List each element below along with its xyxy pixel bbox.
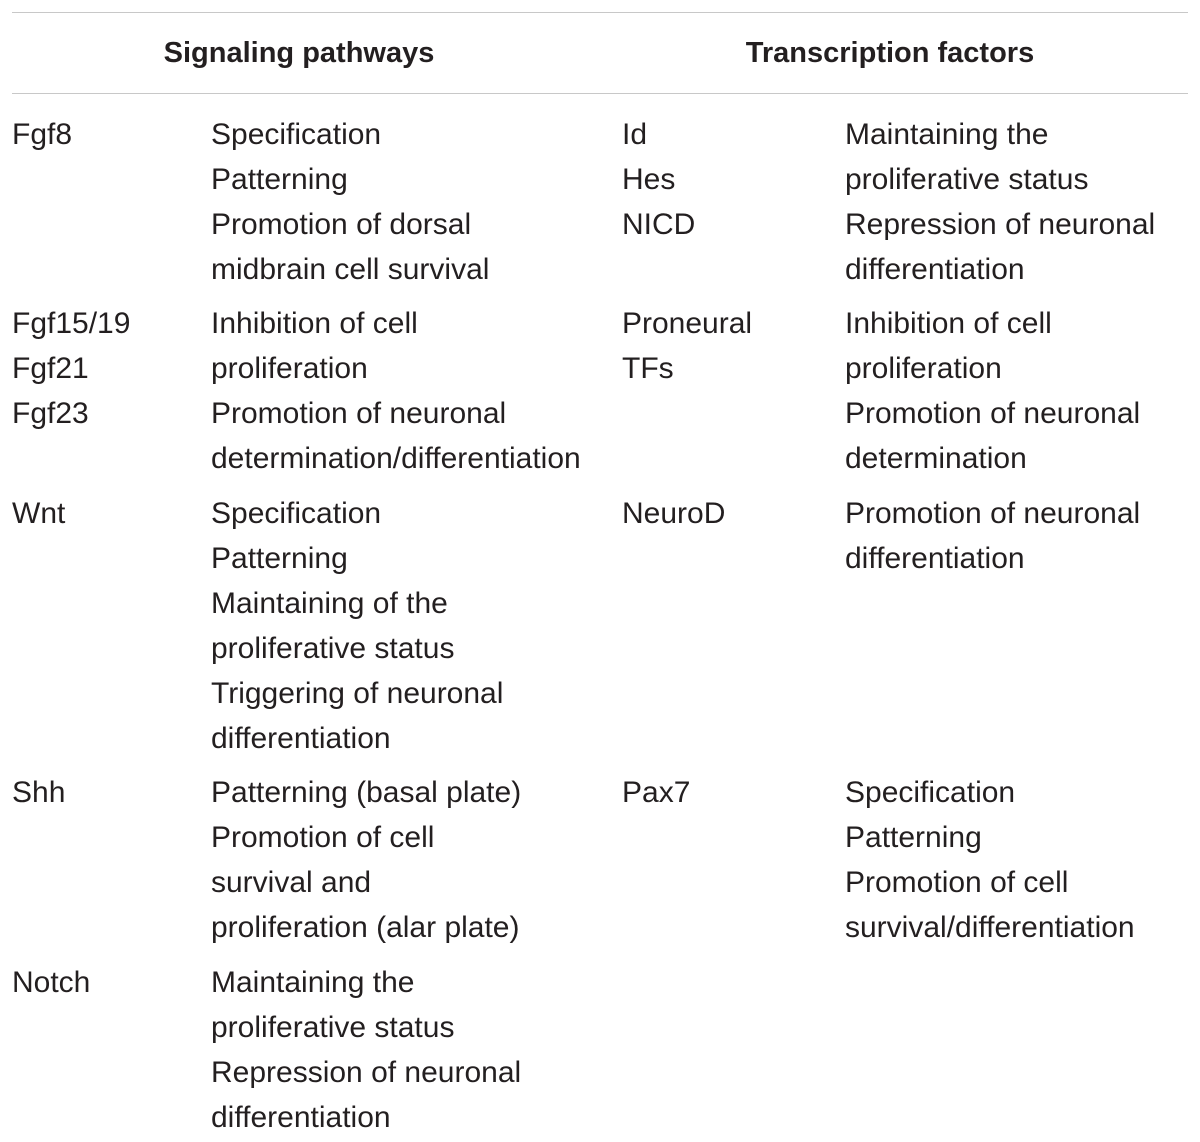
role-line: midbrain cell survival	[211, 253, 490, 286]
row-2-transcription-factor: Proneural TFs	[622, 301, 752, 391]
row-1-pathway: Fgf8	[12, 112, 72, 157]
tf-name: TFs	[622, 352, 674, 385]
header-transcription-factors: Transcription factors	[745, 37, 1035, 69]
role-line: Repression of neuronal	[845, 208, 1156, 241]
role-line: differentiation	[211, 722, 391, 755]
header-signaling-pathways: Signaling pathways	[163, 37, 435, 69]
role-line: Patterning	[211, 542, 348, 575]
role-line: survival and	[211, 866, 372, 899]
row-2-tf-roles: Inhibition of cell proliferation Promoti…	[845, 301, 1140, 481]
role-line: proliferative status	[211, 1011, 455, 1044]
role-line: Maintaining of the	[211, 587, 448, 620]
role-line: differentiation	[845, 542, 1025, 575]
row-1-pathway-roles: Specification Patterning Promotion of do…	[211, 112, 489, 292]
row-3-transcription-factor: NeuroD	[622, 491, 725, 536]
row-3-pathway-roles: Specification Patterning Maintaining of …	[211, 491, 503, 761]
row-5-pathway-roles: Maintaining the proliferative status Rep…	[211, 960, 521, 1140]
role-line: Promotion of neuronal	[845, 497, 1141, 530]
role-line: Specification	[845, 776, 1016, 809]
row-3-tf-roles: Promotion of neuronal differentiation	[845, 491, 1140, 581]
tf-name: Id	[622, 118, 648, 151]
tf-name: Pax7	[622, 776, 691, 809]
pathway-name: Fgf15/19	[12, 307, 131, 340]
pathway-name: Fgf8	[12, 118, 73, 151]
role-line: Inhibition of cell	[211, 307, 418, 340]
role-line: proliferation	[211, 352, 368, 385]
pathway-name: Fgf23	[12, 397, 89, 430]
role-line: Patterning	[211, 163, 348, 196]
role-line: Triggering of neuronal	[211, 677, 504, 710]
row-4-pathway-roles: Patterning (basal plate) Promotion of ce…	[211, 770, 521, 950]
row-2-pathway: Fgf15/19 Fgf21 Fgf23	[12, 301, 130, 436]
role-line: Maintaining the	[211, 966, 415, 999]
role-line: Patterning (basal plate)	[211, 776, 522, 809]
role-line: differentiation	[845, 253, 1025, 286]
role-line: Promotion of cell	[211, 821, 435, 854]
role-line: proliferation (alar plate)	[211, 911, 520, 944]
tf-name: Proneural	[622, 307, 753, 340]
pathway-name: Wnt	[12, 497, 66, 530]
role-line: survival/differentiation	[845, 911, 1135, 944]
role-line: Specification	[211, 118, 382, 151]
pathway-name: Shh	[12, 776, 66, 809]
role-line: Inhibition of cell	[845, 307, 1052, 340]
role-line: Promotion of neuronal	[845, 397, 1141, 430]
pathway-name: Fgf21	[12, 352, 89, 385]
tf-name: Hes	[622, 163, 676, 196]
role-line: determination	[845, 442, 1027, 475]
role-line: Maintaining the	[845, 118, 1049, 151]
row-1-transcription-factor: Id Hes NICD	[622, 112, 695, 247]
role-line: Promotion of neuronal	[211, 397, 507, 430]
row-3-pathway: Wnt	[12, 491, 65, 536]
role-line: Patterning	[845, 821, 982, 854]
role-line: Repression of neuronal	[211, 1056, 522, 1089]
row-2-pathway-roles: Inhibition of cell proliferation Promoti…	[211, 301, 581, 481]
role-line: proliferation	[845, 352, 1002, 385]
role-line: proliferative status	[211, 632, 455, 665]
pathway-name: Notch	[12, 966, 91, 999]
table-top-rule	[12, 12, 1188, 13]
row-1-tf-roles: Maintaining the proliferative status Rep…	[845, 112, 1155, 292]
role-line: Promotion of dorsal	[211, 208, 472, 241]
role-line: differentiation	[211, 1101, 391, 1134]
role-line: Promotion of cell	[845, 866, 1069, 899]
role-line: Specification	[211, 497, 382, 530]
tf-name: NeuroD	[622, 497, 726, 530]
header-divider-rule	[12, 93, 1188, 94]
row-4-tf-roles: Specification Patterning Promotion of ce…	[845, 770, 1135, 950]
row-4-pathway: Shh	[12, 770, 65, 815]
role-line: determination/differentiation	[211, 442, 581, 475]
row-5-pathway: Notch	[12, 960, 90, 1005]
role-line: proliferative status	[845, 163, 1089, 196]
tf-name: NICD	[622, 208, 696, 241]
row-4-transcription-factor: Pax7	[622, 770, 690, 815]
